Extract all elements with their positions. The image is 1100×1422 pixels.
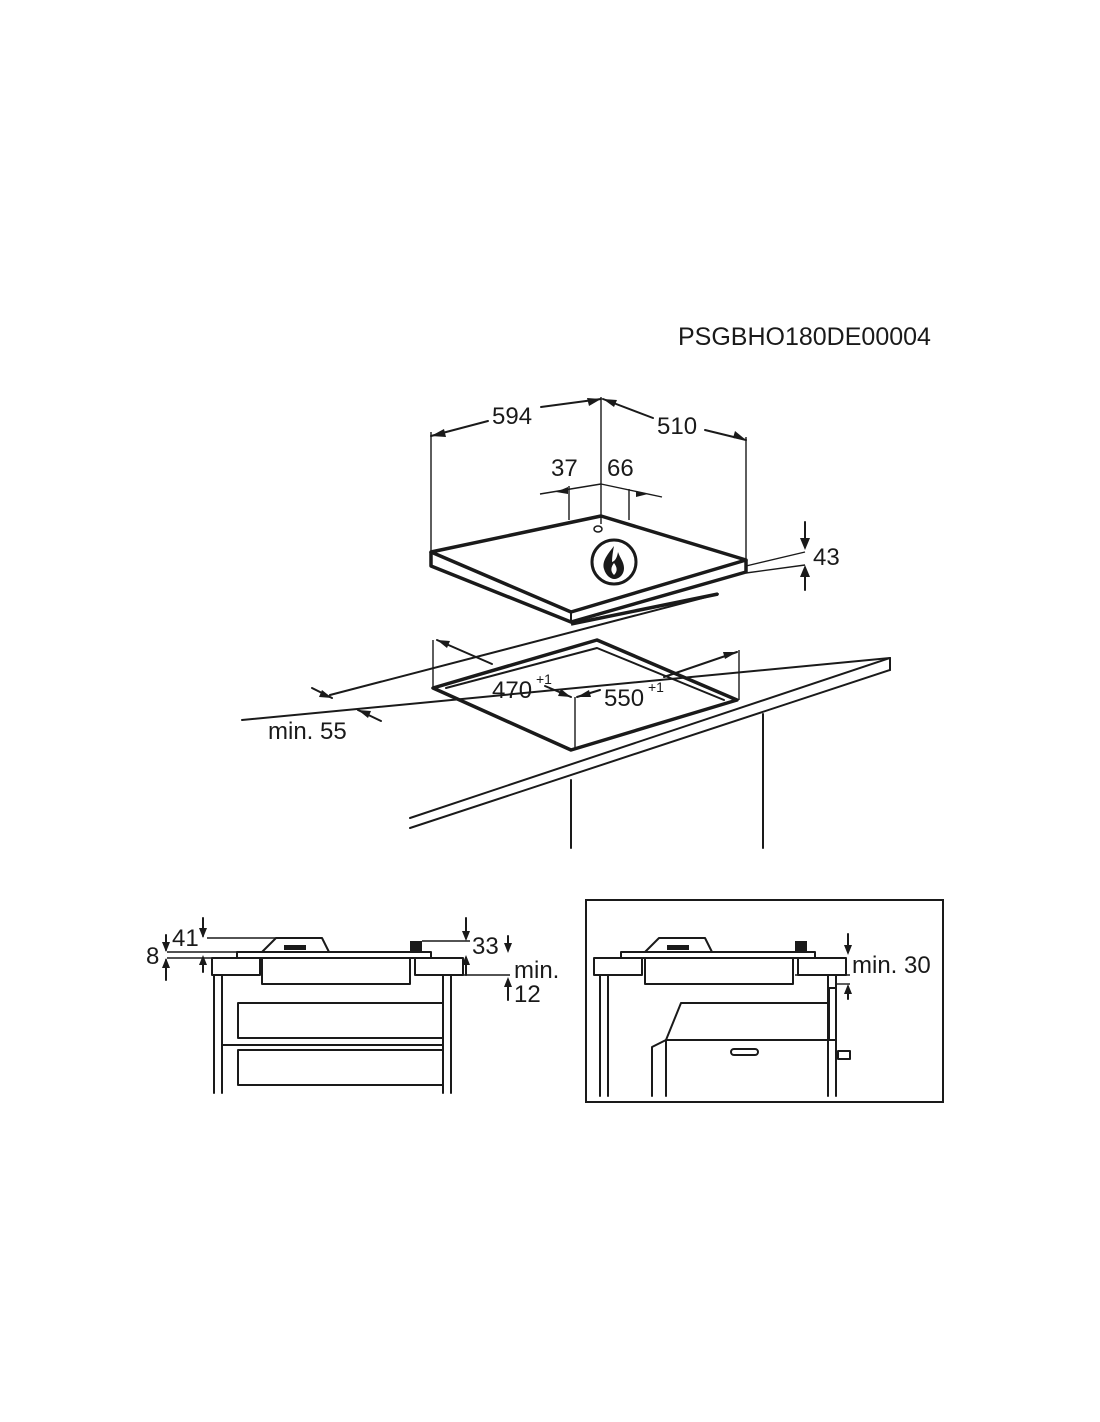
burner-cap bbox=[284, 945, 306, 950]
arrow-icon bbox=[504, 977, 512, 987]
arrow-icon bbox=[800, 538, 810, 550]
min-30-label: min. 30 bbox=[852, 952, 931, 979]
cutout-width-tolerance: +1 bbox=[648, 679, 664, 695]
arrow-icon bbox=[462, 931, 470, 941]
side-view-left: 41 8 33 min. 12 bbox=[146, 917, 559, 1094]
drawer-front bbox=[237, 1049, 444, 1086]
cutout-inner bbox=[445, 647, 725, 701]
arrow-icon bbox=[319, 690, 332, 698]
width-label: 594 bbox=[492, 403, 532, 430]
pan-support bbox=[644, 937, 713, 953]
arrow-icon bbox=[587, 398, 601, 406]
worktop-left bbox=[593, 957, 643, 976]
drawer-front bbox=[237, 1002, 444, 1039]
worktop-right bbox=[414, 957, 464, 976]
arrow-icon bbox=[636, 491, 648, 497]
arrow-icon bbox=[558, 689, 571, 697]
worktop-back-line bbox=[329, 593, 719, 696]
front-min-label: min. 55 bbox=[268, 718, 347, 745]
worktop-edge bbox=[409, 657, 891, 819]
arrow-icon bbox=[462, 955, 470, 965]
side-view-right: min. 30 bbox=[585, 899, 944, 1103]
arrow-icon bbox=[603, 399, 617, 407]
arrow-icon bbox=[431, 429, 446, 437]
hob-plate bbox=[236, 951, 432, 959]
oven-control bbox=[828, 987, 837, 1041]
arrow-icon bbox=[800, 565, 810, 577]
worktop-front-edge bbox=[241, 657, 891, 721]
document-code: PSGBHO180DE00004 bbox=[678, 323, 931, 351]
arrow-icon bbox=[733, 431, 746, 440]
cutout-depth-tolerance: +1 bbox=[536, 671, 552, 687]
arrow-icon bbox=[504, 943, 512, 953]
arrow-icon bbox=[723, 652, 737, 659]
arrow-icon bbox=[162, 942, 170, 952]
connector-right-label: 66 bbox=[607, 455, 634, 482]
cutout-outline bbox=[431, 638, 739, 752]
detail-frame bbox=[585, 899, 944, 1103]
height-41-label: 41 bbox=[172, 925, 199, 952]
oven-side bbox=[651, 1039, 667, 1097]
extension-line bbox=[745, 564, 806, 574]
min-12-value: 12 bbox=[514, 981, 541, 1008]
height-8-label: 8 bbox=[146, 943, 159, 970]
oven-handle bbox=[730, 1048, 759, 1056]
worktop-left bbox=[211, 957, 261, 976]
connector-left-label: 37 bbox=[551, 455, 578, 482]
hob-plate-edge bbox=[429, 552, 748, 624]
hob-iso-view: 594 510 37 66 bbox=[241, 397, 891, 849]
dimension-line bbox=[539, 483, 602, 495]
arrow-icon bbox=[844, 984, 852, 994]
arrow-icon bbox=[437, 640, 450, 648]
flame-icon bbox=[590, 538, 638, 586]
arrow-icon bbox=[556, 487, 568, 494]
hob-body bbox=[261, 957, 411, 985]
dimension-line bbox=[600, 483, 663, 498]
depth-label: 510 bbox=[657, 413, 697, 440]
oven-top bbox=[665, 1002, 829, 1041]
arrow-icon bbox=[199, 955, 207, 965]
pan-support bbox=[261, 937, 330, 953]
worktop-edge bbox=[409, 669, 891, 829]
burner-cap bbox=[667, 945, 689, 950]
height-33-label: 33 bbox=[472, 933, 499, 960]
cutout-width-label: 550 bbox=[604, 685, 644, 712]
connector-point bbox=[593, 525, 603, 533]
knob bbox=[410, 941, 422, 951]
arrow-icon bbox=[844, 945, 852, 955]
knob bbox=[795, 941, 807, 951]
hob-plate bbox=[620, 951, 816, 959]
height-label: 43 bbox=[813, 544, 840, 571]
hob-shadow-line bbox=[570, 592, 719, 626]
arrow-icon bbox=[577, 690, 591, 697]
arrow-icon bbox=[162, 958, 170, 968]
arrow-icon bbox=[358, 710, 371, 718]
arrow-icon bbox=[199, 928, 207, 938]
cutout-depth-label: 470 bbox=[492, 677, 532, 704]
oven-knob bbox=[837, 1050, 851, 1060]
min-12-label: min. bbox=[514, 957, 559, 984]
hob-body bbox=[644, 957, 794, 985]
extension-line bbox=[745, 551, 806, 567]
worktop-right bbox=[797, 957, 847, 976]
